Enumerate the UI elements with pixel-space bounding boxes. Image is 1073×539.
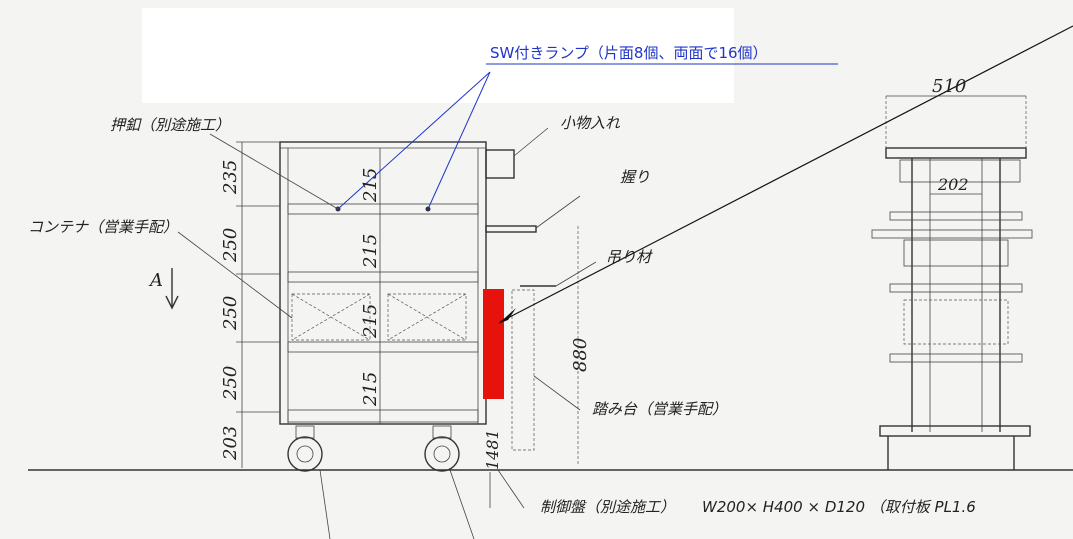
panel-size-label: W200× H400 × D120 （取付板 PL1.6 xyxy=(702,498,976,516)
dim-202: 202 xyxy=(937,175,969,194)
caster-wheels xyxy=(287,425,460,472)
dim-510: 510 xyxy=(932,76,966,97)
grip-label: 握り xyxy=(620,168,650,186)
leader-lines xyxy=(177,25,1073,539)
dim-250-bottom: 250 xyxy=(220,366,241,401)
dim-235: 235 xyxy=(220,160,241,195)
hanger-label: 吊り材 xyxy=(606,248,653,266)
dimension-lines xyxy=(236,141,579,508)
dim-inner-3: 215 xyxy=(360,304,381,339)
view-arrow-a xyxy=(165,268,179,310)
label-background xyxy=(142,8,734,103)
dim-250-top: 250 xyxy=(220,228,241,263)
dim-inner-4: 215 xyxy=(360,372,381,407)
control-panel-highlight xyxy=(483,289,504,399)
small-tray-label: 小物入れ xyxy=(560,114,621,132)
dim-inner-2: 215 xyxy=(360,234,381,269)
container-label: コンテナ（営業手配） xyxy=(28,218,178,236)
lamp-note: SW付きランプ（片面8個、両面で16個） xyxy=(490,44,768,62)
dim-880: 880 xyxy=(570,338,591,372)
push-button-label: 押釦（別途施工） xyxy=(110,116,230,134)
dim-1481: 1481 xyxy=(483,429,502,470)
cart-front-view xyxy=(279,141,556,451)
dim-inner-1: 215 xyxy=(360,168,381,203)
dim-250-mid: 250 xyxy=(220,296,241,331)
view-label: A xyxy=(148,270,163,291)
dim-203: 203 xyxy=(220,426,241,461)
step-label: 踏み台（営業手配） xyxy=(592,400,727,418)
control-panel-label: 制御盤（別途施工） xyxy=(540,498,675,516)
cart-side-view xyxy=(871,95,1033,470)
